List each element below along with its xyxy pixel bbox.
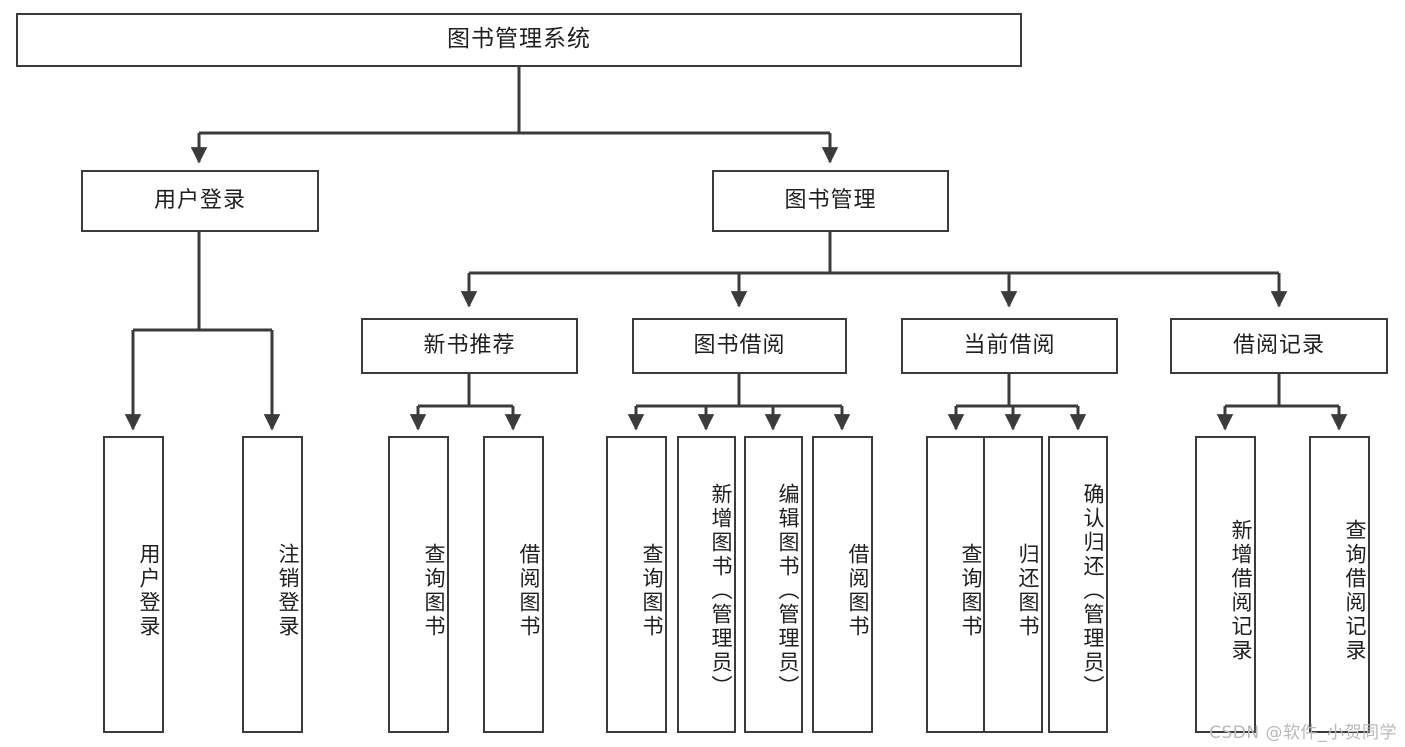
leaf-bookborrow-add-book-admin[interactable]: 新增图书（管理员） — [677, 436, 736, 733]
leaf-newbook-query-book[interactable]: 查询图书 — [388, 436, 449, 733]
node-label: 新增图书（管理员） — [709, 482, 733, 699]
node-book-management[interactable]: 图书管理 — [712, 170, 949, 232]
node-label: 查询借阅记录 — [1343, 518, 1367, 663]
node-current-borrow[interactable]: 当前借阅 — [901, 318, 1118, 374]
leaf-newbook-borrow-book[interactable]: 借阅图书 — [483, 436, 544, 733]
leaf-currentborrow-return-book[interactable]: 归还图书 — [983, 436, 1043, 733]
leaf-currentborrow-confirm-return-admin[interactable]: 确认归还（管理员） — [1048, 436, 1108, 733]
node-label: 用户登录 — [153, 187, 246, 213]
leaf-bookborrow-borrow-book[interactable]: 借阅图书 — [812, 436, 873, 733]
node-label: 借阅图书 — [846, 542, 870, 639]
node-label: 借阅记录 — [1232, 332, 1325, 358]
node-label: 查询图书 — [640, 542, 664, 639]
node-label: 归还图书 — [1016, 542, 1040, 639]
node-root-book-management-system[interactable]: 图书管理系统 — [16, 13, 1022, 67]
leaf-bookborrow-edit-book-admin[interactable]: 编辑图书（管理员） — [744, 436, 803, 733]
leaf-user-login-signout[interactable]: 注销登录 — [242, 436, 303, 733]
node-label: 注销登录 — [276, 542, 300, 639]
node-label: 图书管理 — [784, 187, 877, 213]
leaf-borrowrecord-add-record[interactable]: 新增借阅记录 — [1195, 436, 1256, 733]
node-label: 查询图书 — [959, 542, 983, 639]
node-label: 图书借阅 — [693, 332, 786, 358]
node-label: 新增借阅记录 — [1229, 518, 1253, 663]
node-label: 当前借阅 — [963, 332, 1056, 358]
node-label: 新书推荐 — [423, 332, 516, 358]
node-book-borrow[interactable]: 图书借阅 — [632, 318, 847, 374]
node-new-book-recommend[interactable]: 新书推荐 — [361, 318, 578, 374]
leaf-borrowrecord-query-record[interactable]: 查询借阅记录 — [1309, 436, 1370, 733]
leaf-currentborrow-query-book[interactable]: 查询图书 — [926, 436, 986, 733]
node-label: 编辑图书（管理员） — [776, 482, 800, 699]
node-label: 用户登录 — [137, 542, 161, 639]
node-label: 图书管理系统 — [447, 26, 591, 53]
node-label: 查询图书 — [422, 542, 446, 639]
node-user-login[interactable]: 用户登录 — [81, 170, 319, 232]
node-borrow-record[interactable]: 借阅记录 — [1170, 318, 1388, 374]
leaf-bookborrow-query-book[interactable]: 查询图书 — [606, 436, 667, 733]
leaf-user-login-signin[interactable]: 用户登录 — [103, 436, 164, 733]
node-label: 确认归还（管理员） — [1081, 482, 1105, 699]
watermark-csdn: CSDN @软件_小贺同学 — [1209, 723, 1397, 743]
node-label: 借阅图书 — [517, 542, 541, 639]
